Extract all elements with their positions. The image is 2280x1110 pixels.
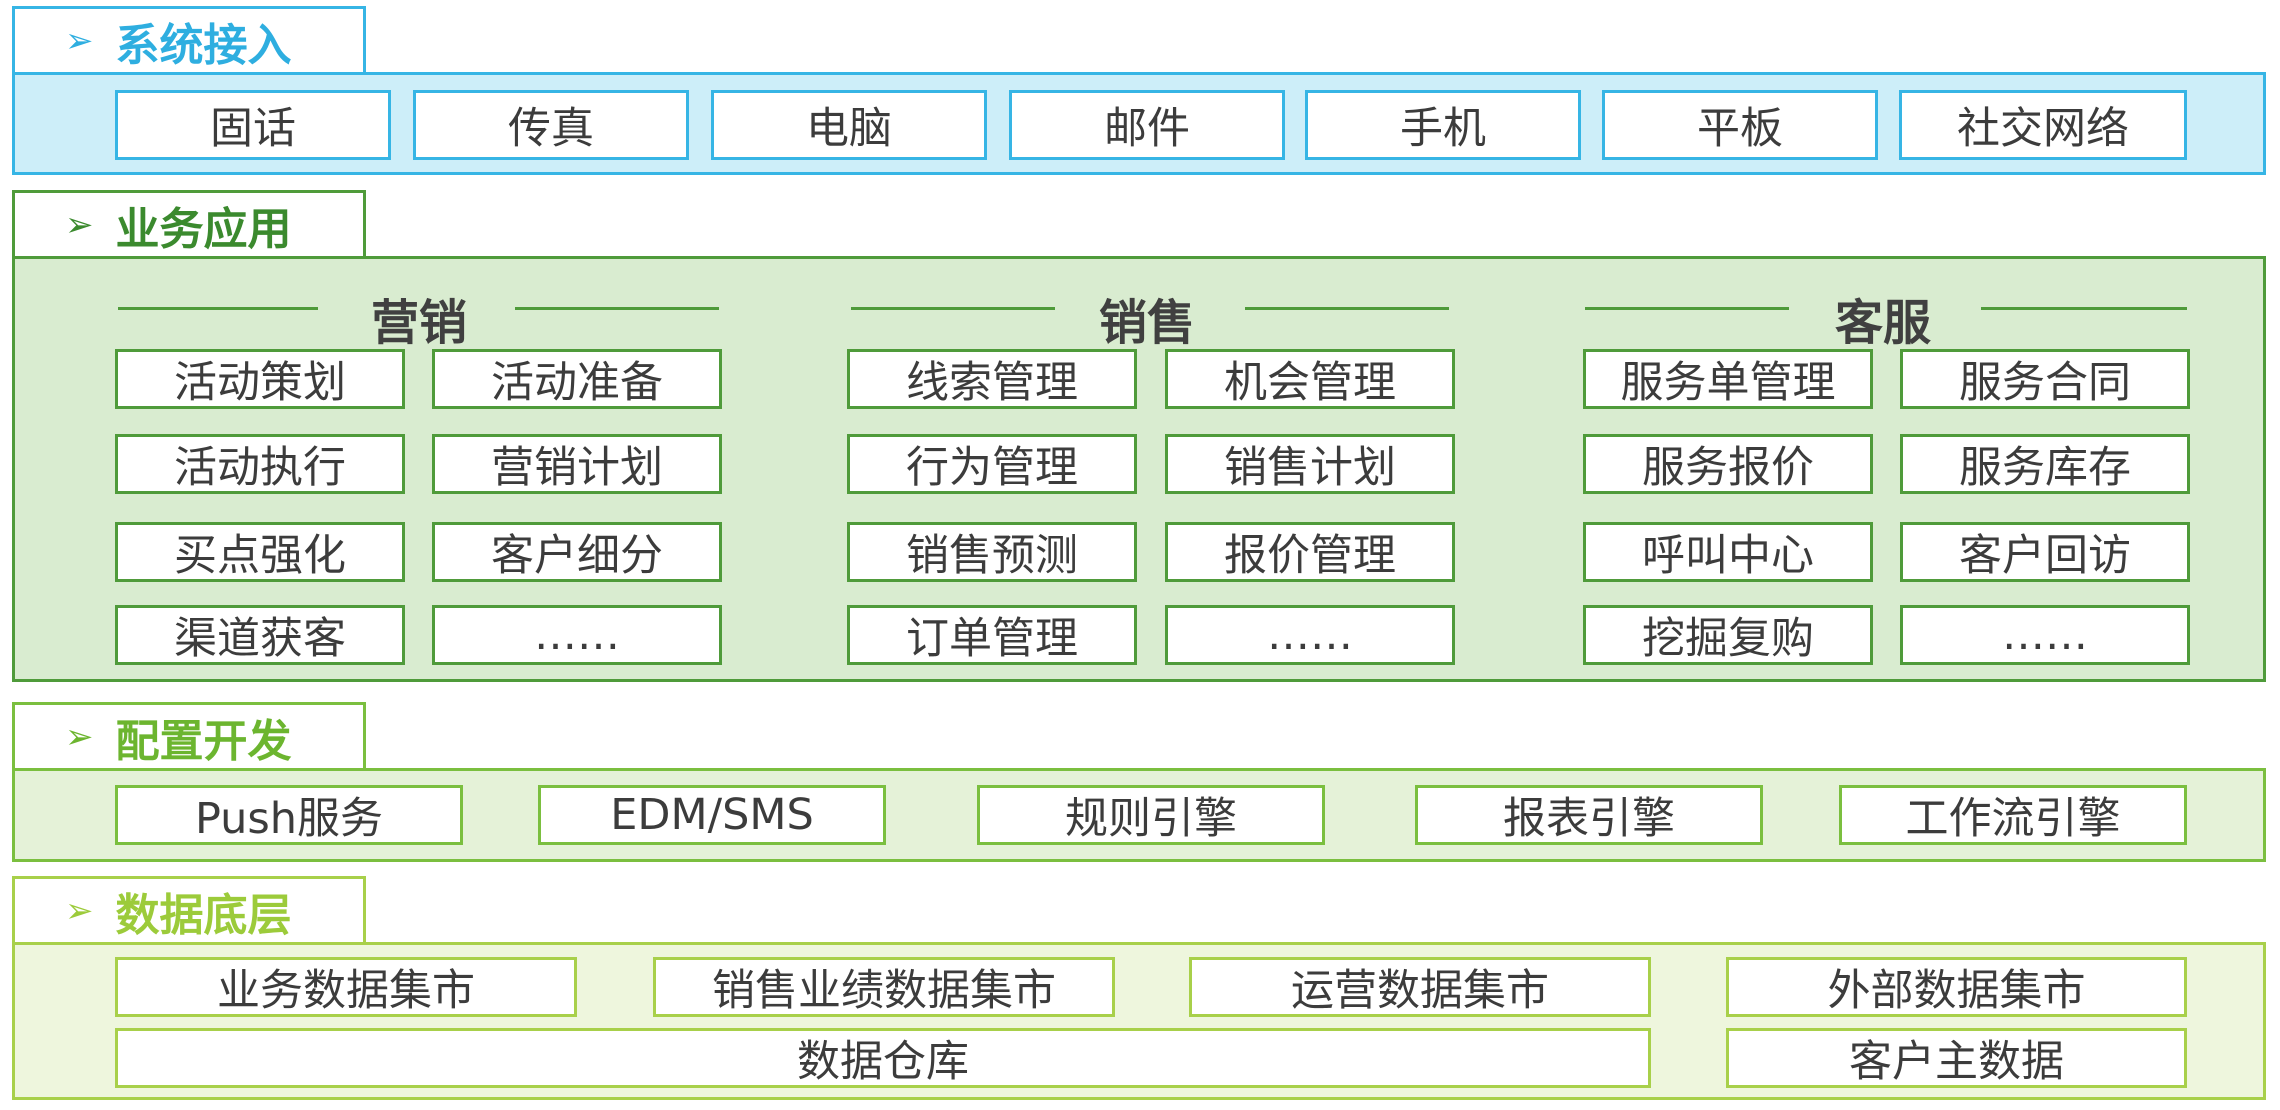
- group-title-service: 客服: [1834, 295, 1932, 351]
- service-item: 挖掘复购: [1583, 605, 1873, 665]
- group-title-marketing: 营销: [370, 295, 468, 351]
- config-item-edm-sms: EDM/SMS: [538, 785, 886, 845]
- divider-line: [851, 307, 1055, 310]
- service-item: 服务单管理: [1583, 349, 1873, 409]
- service-item: ……: [1900, 605, 2190, 665]
- marketing-item: 活动准备: [432, 349, 722, 409]
- arrow-right-icon: ➢: [65, 890, 94, 931]
- data-item-sales-performance-mart: 销售业绩数据集市: [653, 957, 1115, 1017]
- divider-line: [1245, 307, 1449, 310]
- access-item-social: 社交网络: [1899, 90, 2187, 160]
- access-item-landline: 固话: [115, 90, 391, 160]
- marketing-item: 活动策划: [115, 349, 405, 409]
- section-tab-data: ➢ 数据底层: [12, 876, 366, 942]
- section-title-access: 系统接入: [115, 19, 292, 71]
- divider-line: [1585, 307, 1789, 310]
- marketing-item: 客户细分: [432, 522, 722, 582]
- section-tab-config: ➢ 配置开发: [12, 702, 366, 768]
- access-item-email: 邮件: [1009, 90, 1285, 160]
- section-tab-business: ➢ 业务应用: [12, 190, 366, 256]
- section-business: 营销 活动策划 活动准备 活动执行 营销计划 买点强化 客户细分 渠道获客 ………: [12, 256, 2266, 682]
- sales-item: 线索管理: [847, 349, 1137, 409]
- group-title-sales: 销售: [1098, 295, 1196, 351]
- marketing-item: 渠道获客: [115, 605, 405, 665]
- config-item-workflow-engine: 工作流引擎: [1839, 785, 2187, 845]
- config-item-rule-engine: 规则引擎: [977, 785, 1325, 845]
- marketing-item: ……: [432, 605, 722, 665]
- section-config: Push服务 EDM/SMS 规则引擎 报表引擎 工作流引擎: [12, 768, 2266, 862]
- service-item: 服务合同: [1900, 349, 2190, 409]
- section-data: 业务数据集市 销售业绩数据集市 运营数据集市 外部数据集市 数据仓库 客户主数据: [12, 942, 2266, 1100]
- divider-line: [118, 307, 318, 310]
- arrow-right-icon: ➢: [65, 204, 94, 245]
- marketing-item: 活动执行: [115, 434, 405, 494]
- access-item-mobile: 手机: [1305, 90, 1581, 160]
- section-title-data: 数据底层: [115, 889, 292, 941]
- arrow-right-icon: ➢: [65, 20, 94, 61]
- data-item-operations-mart: 运营数据集市: [1189, 957, 1651, 1017]
- sales-item: ……: [1165, 605, 1455, 665]
- config-item-push: Push服务: [115, 785, 463, 845]
- data-item-customer-master: 客户主数据: [1726, 1028, 2187, 1088]
- service-item: 呼叫中心: [1583, 522, 1873, 582]
- sales-item: 销售计划: [1165, 434, 1455, 494]
- section-tab-access: ➢ 系统接入: [12, 6, 366, 72]
- data-item-business-mart: 业务数据集市: [115, 957, 577, 1017]
- access-item-fax: 传真: [413, 90, 689, 160]
- service-item: 服务报价: [1583, 434, 1873, 494]
- section-title-config: 配置开发: [115, 715, 292, 767]
- marketing-item: 买点强化: [115, 522, 405, 582]
- data-item-external-mart: 外部数据集市: [1726, 957, 2187, 1017]
- service-item: 客户回访: [1900, 522, 2190, 582]
- data-item-warehouse: 数据仓库: [115, 1028, 1651, 1088]
- section-title-business: 业务应用: [115, 203, 292, 255]
- marketing-item: 营销计划: [432, 434, 722, 494]
- divider-line: [515, 307, 719, 310]
- sales-item: 机会管理: [1165, 349, 1455, 409]
- service-item: 服务库存: [1900, 434, 2190, 494]
- access-item-tablet: 平板: [1602, 90, 1878, 160]
- access-item-computer: 电脑: [711, 90, 987, 160]
- arrow-right-icon: ➢: [65, 716, 94, 757]
- sales-item: 销售预测: [847, 522, 1137, 582]
- sales-item: 行为管理: [847, 434, 1137, 494]
- divider-line: [1981, 307, 2187, 310]
- sales-item: 报价管理: [1165, 522, 1455, 582]
- config-item-report-engine: 报表引擎: [1415, 785, 1763, 845]
- sales-item: 订单管理: [847, 605, 1137, 665]
- section-access: 固话 传真 电脑 邮件 手机 平板 社交网络: [12, 72, 2266, 175]
